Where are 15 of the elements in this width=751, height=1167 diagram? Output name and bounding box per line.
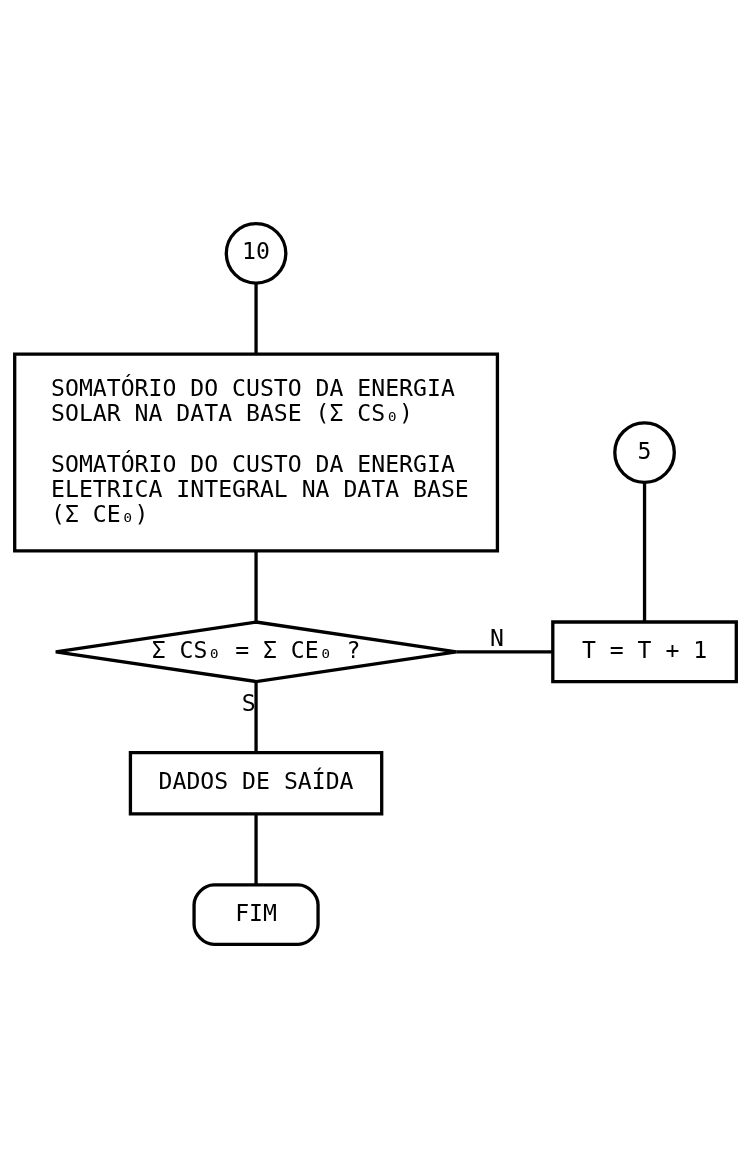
connector — [642, 482, 647, 622]
node-box: T = T + 1 — [551, 619, 738, 683]
connector — [254, 550, 258, 622]
edge-label: S — [241, 689, 256, 716]
node-circle: 5 — [613, 420, 676, 484]
connector — [456, 649, 553, 653]
node-diamond: Σ CS₀ = Σ CE₀ ? — [54, 619, 458, 683]
node-circle: 10 — [224, 221, 288, 285]
node-box: DADOS DE SAÍDA — [128, 750, 384, 815]
edge-label: N — [490, 624, 505, 650]
node-box: FIM — [192, 882, 320, 946]
connector — [254, 813, 258, 884]
connector — [254, 681, 258, 752]
node-box: SOMATÓRIO DO CUSTO DA ENERGIA SOLAR NA DATA BASE (Σ CS₀) SOMATÓRIO DO CUSTO DA ENERGIA ELETRICA INTEGRAL NA DATA BASE (Σ CE₀) — [13, 352, 500, 553]
connector — [254, 283, 258, 354]
